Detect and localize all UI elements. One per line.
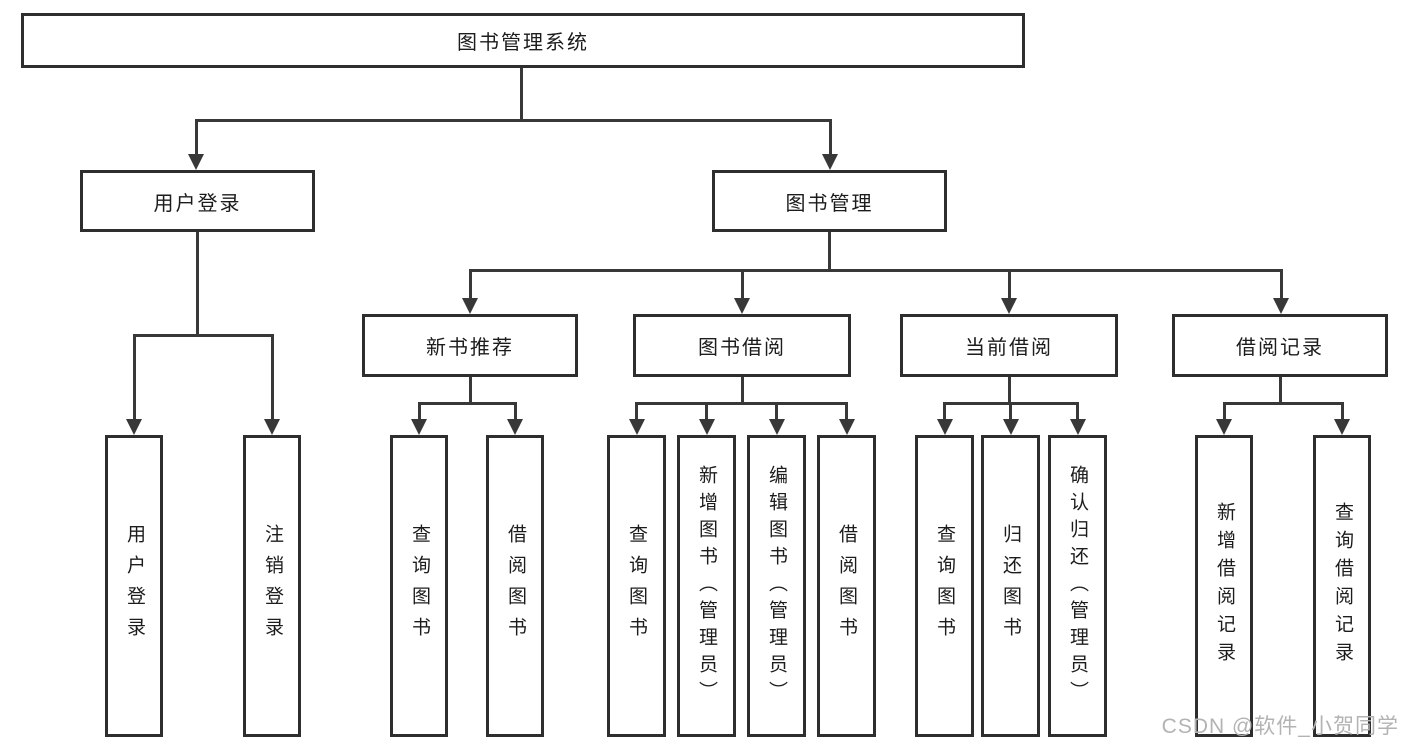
node-book-management: 图书管理 bbox=[712, 170, 947, 232]
connector-current-stub bbox=[1007, 377, 1011, 405]
connector-l3-stem-1 bbox=[468, 268, 472, 302]
node-edit-book-admin: 编辑图书（管理员） bbox=[747, 435, 806, 737]
connector-manage-stub bbox=[827, 232, 831, 270]
arrow-down-icon bbox=[188, 154, 204, 170]
connector-records-stem-1 bbox=[1222, 402, 1226, 422]
node-borrow-books-leaf: 借阅图书 bbox=[817, 435, 876, 737]
connector-current-stem-1 bbox=[943, 402, 946, 422]
arrow-down-icon bbox=[1216, 419, 1232, 435]
connector-l3-stem-4 bbox=[1279, 268, 1283, 302]
connector-borrow-stem-4 bbox=[845, 402, 848, 422]
connector-recommend-stem-1 bbox=[417, 402, 421, 422]
connector-recommend-stem-2 bbox=[513, 402, 517, 422]
arrow-down-icon bbox=[1002, 419, 1019, 435]
arrow-down-icon bbox=[507, 419, 523, 435]
arrow-down-icon bbox=[264, 419, 280, 435]
node-query-books-current: 查询图书 bbox=[915, 435, 974, 737]
connector-login-stub bbox=[195, 232, 199, 335]
connector-l3-hline bbox=[468, 268, 1283, 272]
arrow-down-icon bbox=[936, 419, 953, 435]
node-user-login-leaf: 用户登录 bbox=[105, 435, 163, 737]
node-confirm-return-admin: 确认归还（管理员） bbox=[1048, 435, 1107, 737]
node-user-login: 用户登录 bbox=[80, 170, 315, 232]
arrow-down-icon bbox=[1069, 419, 1086, 435]
arrow-down-icon bbox=[734, 298, 750, 314]
connector-records-hline bbox=[1222, 402, 1344, 405]
node-return-books: 归还图书 bbox=[981, 435, 1040, 737]
connector-login-hline bbox=[132, 333, 273, 337]
arrow-down-icon bbox=[411, 419, 427, 435]
connector-records-stem-2 bbox=[1340, 402, 1344, 422]
connector-current-stem-2 bbox=[1009, 402, 1012, 422]
arrow-down-icon bbox=[1001, 298, 1017, 314]
connector-login-stem-1 bbox=[132, 333, 136, 422]
connector-login-stem-2 bbox=[270, 333, 274, 422]
connector-l2-hline bbox=[195, 118, 831, 122]
connector-borrow-hline bbox=[635, 402, 848, 405]
connector-l3-stem-3 bbox=[1007, 268, 1011, 302]
connector-current-stem-3 bbox=[1076, 402, 1079, 422]
connector-l2-stem-manage bbox=[828, 118, 832, 159]
node-add-borrow-record: 新增借阅记录 bbox=[1195, 435, 1253, 737]
connector-l2-stem-login bbox=[194, 118, 198, 159]
arrow-down-icon bbox=[838, 419, 855, 435]
arrow-down-icon bbox=[698, 419, 715, 435]
arrow-down-icon bbox=[126, 419, 142, 435]
arrow-down-icon bbox=[462, 298, 478, 314]
node-root: 图书管理系统 bbox=[21, 13, 1025, 68]
node-add-book-admin: 新增图书（管理员） bbox=[677, 435, 736, 737]
watermark-text: CSDN @软件_小贺同学 bbox=[1161, 715, 1399, 738]
arrow-down-icon bbox=[768, 419, 785, 435]
node-query-books-recommend: 查询图书 bbox=[390, 435, 448, 737]
connector-records-stub bbox=[1278, 377, 1282, 405]
connector-l3-stem-2 bbox=[740, 268, 744, 302]
connector-borrow-stem-1 bbox=[635, 402, 638, 422]
arrow-down-icon bbox=[1334, 419, 1350, 435]
node-query-borrow-record: 查询借阅记录 bbox=[1313, 435, 1371, 737]
connector-borrow-stub bbox=[740, 377, 744, 405]
node-book-borrow: 图书借阅 bbox=[633, 314, 851, 377]
node-new-book-recommend: 新书推荐 bbox=[362, 314, 578, 377]
node-borrow-records: 借阅记录 bbox=[1172, 314, 1388, 377]
connector-borrow-stem-2 bbox=[705, 402, 708, 422]
arrow-down-icon bbox=[628, 419, 645, 435]
node-current-borrow: 当前借阅 bbox=[900, 314, 1118, 377]
connector-recommend-hline bbox=[417, 402, 517, 405]
connector-borrow-stem-3 bbox=[775, 402, 778, 422]
arrow-down-icon bbox=[822, 154, 838, 170]
node-borrow-books-recommend: 借阅图书 bbox=[486, 435, 544, 737]
connector-root-stub bbox=[519, 68, 523, 121]
arrow-down-icon bbox=[1273, 298, 1289, 314]
node-logout-leaf: 注销登录 bbox=[243, 435, 301, 737]
connector-recommend-stub bbox=[468, 377, 472, 405]
node-query-books-borrow: 查询图书 bbox=[607, 435, 666, 737]
